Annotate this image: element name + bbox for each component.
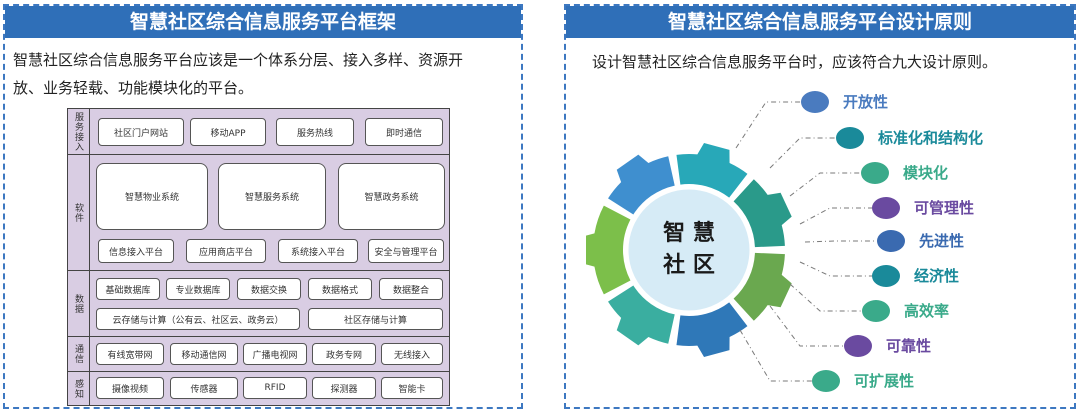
gear-segments	[586, 143, 792, 357]
connector-line	[799, 261, 873, 277]
layer-software-label: 软件	[68, 155, 90, 270]
connector-line	[799, 207, 873, 225]
gear-segment	[608, 154, 675, 215]
principle-dot	[877, 230, 905, 252]
layer-access: 服务接入 社区门户网站 移动APP 服务热线 即时通信	[68, 109, 449, 155]
principle-dot	[844, 335, 872, 357]
architecture-diagram: 服务接入 社区门户网站 移动APP 服务热线 即时通信 软件 智慧物业系统 智慧…	[67, 108, 450, 406]
principle-label: 高效率	[904, 302, 950, 320]
gear-center-line2: 社 区	[663, 252, 715, 278]
framework-intro-line1: 智慧社区综合信息服务平台应该是一个体系分层、接入多样、资源开	[13, 51, 464, 69]
gear-center-line1: 智 慧	[663, 220, 715, 246]
sensing-item: 传感器	[170, 377, 238, 399]
software-system: 智慧物业系统	[96, 163, 208, 230]
access-item: 社区门户网站	[98, 118, 184, 146]
connector-line	[735, 101, 802, 149]
connector-line	[804, 240, 878, 243]
data-item: 基础数据库	[96, 278, 160, 300]
principle-dot	[812, 370, 840, 392]
data-item: 数据格式	[308, 278, 372, 300]
data-item: 数据整合	[379, 278, 443, 300]
sensing-item: 探测器	[312, 377, 376, 399]
layer-sensing: 感知 摄像视频 传感器 RFID 探测器 智能卡	[68, 372, 449, 405]
sensing-item: RFID	[243, 377, 307, 399]
principle-dot	[836, 127, 864, 149]
connector-line	[769, 305, 845, 347]
connector-line	[789, 283, 863, 312]
principle-dot	[872, 265, 900, 287]
principle-label: 模块化	[903, 164, 949, 182]
layer-data-label: 数据	[68, 271, 90, 336]
layer-software: 软件 智慧物业系统 智慧服务系统 智慧政务系统 信息接入平台 应用商店平台 系统…	[68, 155, 449, 271]
framework-title: 智慧社区综合信息服务平台框架	[5, 6, 521, 38]
software-platform: 应用商店平台	[186, 239, 266, 263]
sensing-item: 智能卡	[381, 377, 443, 399]
access-item: 移动APP	[190, 118, 266, 146]
gear-segment	[733, 179, 792, 248]
software-system: 智慧服务系统	[218, 163, 326, 230]
gear-segment	[586, 205, 631, 295]
principle-label: 可管理性	[914, 199, 975, 217]
principle-label: 标准化和结构化	[878, 129, 984, 147]
principle-label: 经济性	[914, 267, 960, 285]
data-item: 专业数据库	[166, 278, 230, 300]
principle-label: 开放性	[843, 93, 889, 111]
software-platform: 信息接入平台	[98, 239, 174, 263]
gear-center	[625, 186, 753, 314]
connector-line	[789, 172, 862, 197]
connector-line	[739, 329, 813, 382]
framework-panel: 智慧社区综合信息服务平台框架 智慧社区综合信息服务平台应该是一个体系分层、接入多…	[3, 4, 523, 409]
principle-dot	[801, 91, 829, 113]
principle-dot	[862, 300, 890, 322]
layer-network: 通信 有线宽带网 移动通信网 广播电视网 政务专网 无线接入	[68, 337, 449, 372]
principle-dot	[861, 162, 889, 184]
principles-intro: 设计智慧社区综合信息服务平台时，应该符合九大设计原则。	[592, 53, 998, 71]
network-item: 无线接入	[381, 343, 443, 365]
data-storage: 云存储与计算（公有云、社区云、政务云）	[96, 308, 300, 330]
network-item: 有线宽带网	[96, 343, 164, 365]
principles-title: 智慧社区综合信息服务平台设计原则	[566, 6, 1074, 38]
sensing-item: 摄像视频	[96, 377, 164, 399]
network-item: 移动通信网	[170, 343, 238, 365]
principle-label: 先进性	[919, 232, 965, 250]
layer-sensing-label: 感知	[68, 372, 90, 405]
software-platform: 安全与管理平台	[368, 239, 444, 263]
gear-segment	[676, 143, 748, 198]
data-item: 数据交换	[237, 278, 301, 300]
access-item: 服务热线	[276, 118, 354, 146]
network-item: 广播电视网	[243, 343, 307, 365]
layer-access-label: 服务接入	[68, 109, 90, 154]
principle-label: 可扩展性	[854, 372, 915, 390]
layer-network-label: 通信	[68, 337, 90, 371]
framework-intro-line2: 放、业务轻载、功能模块化的平台。	[13, 79, 254, 97]
layer-data: 数据 基础数据库 专业数据库 数据交换 数据格式 数据整合 云存储与计算（公有云…	[68, 271, 449, 337]
software-platform: 系统接入平台	[278, 239, 358, 263]
gear-segment	[733, 252, 792, 321]
principle-label: 可靠性	[886, 337, 932, 355]
network-item: 政务专网	[312, 343, 376, 365]
software-system: 智慧政务系统	[338, 163, 445, 230]
access-item: 即时通信	[365, 118, 443, 146]
data-storage: 社区存储与计算	[308, 308, 443, 330]
gear-segment	[608, 285, 675, 346]
connector-line	[769, 137, 837, 169]
framework-intro: 智慧社区综合信息服务平台应该是一个体系分层、接入多样、资源开 放、业务轻载、功能…	[13, 46, 518, 102]
gear-diagram: 智 慧 社 区	[586, 143, 792, 357]
principles-panel: 智慧社区综合信息服务平台设计原则 设计智慧社区综合信息服务平台时，应该符合九大设…	[564, 4, 1076, 409]
gear-segment	[676, 302, 748, 357]
connector-lines	[735, 91, 905, 392]
principle-dot	[872, 197, 900, 219]
